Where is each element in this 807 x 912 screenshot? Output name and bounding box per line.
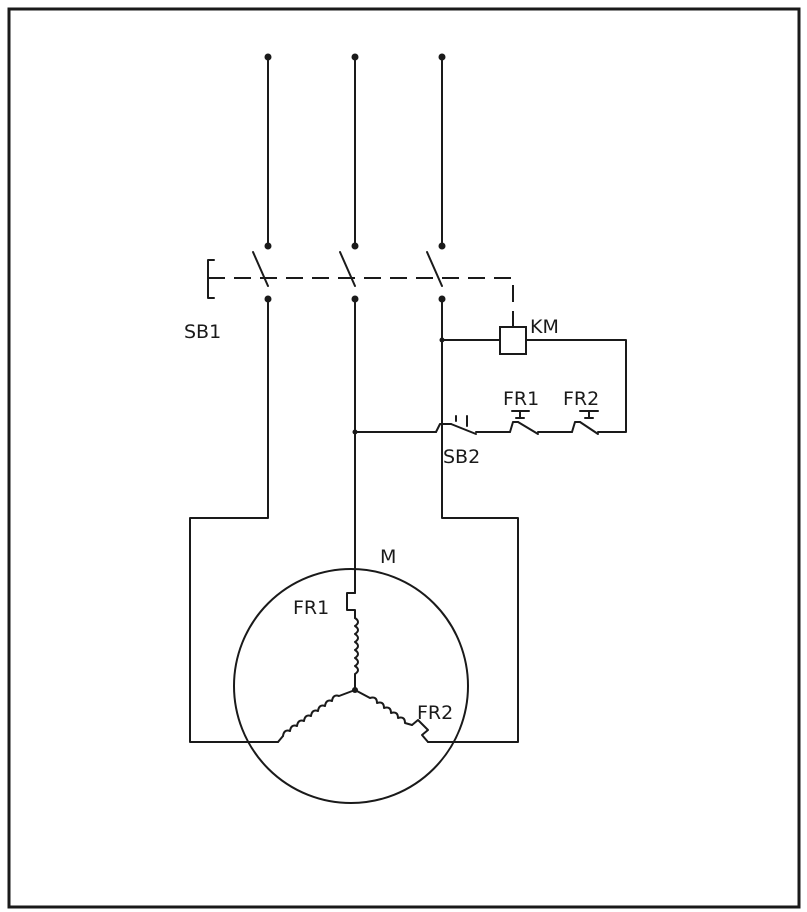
- switch-blade: [252, 251, 269, 287]
- winding-left-lead: [277, 735, 284, 743]
- winding-right: [354, 689, 413, 726]
- motor-label: M: [380, 546, 396, 568]
- control-circuit: [352, 326, 627, 435]
- star-point: [352, 687, 358, 693]
- fr2-contact-label: FR2: [563, 388, 599, 410]
- terminal-dot: [264, 53, 272, 61]
- fr2-heater-label: FR2: [417, 702, 453, 724]
- junction-dot: [352, 429, 358, 435]
- winding-left: [282, 689, 356, 737]
- terminal-dot: [351, 53, 359, 61]
- switch-blade: [426, 251, 443, 287]
- km-coil: [499, 326, 527, 355]
- sb2-label: SB2: [443, 446, 480, 468]
- sb2-actuator: [455, 415, 468, 427]
- terminal-dot: [438, 53, 446, 61]
- terminal-dot: [351, 242, 359, 250]
- fr2-heater: [411, 719, 429, 743]
- feed-wire-left: [189, 298, 279, 743]
- fr1-contact-left: [509, 421, 519, 433]
- terminal-dot: [264, 242, 272, 250]
- junction-dot: [439, 337, 445, 343]
- fr1-heater: [346, 592, 356, 619]
- fr1-contact-blade: [517, 421, 539, 435]
- motor-circle: [233, 568, 469, 804]
- fr2-contact-left: [571, 421, 581, 433]
- mechanical-link-dashed: [208, 277, 514, 327]
- fr1-contact-label: FR1: [503, 388, 539, 410]
- sb2-contact-left: [435, 423, 452, 433]
- sb1-switch: [207, 251, 514, 327]
- fr2-contact-actuator: [579, 410, 599, 419]
- winding-center: [354, 617, 359, 691]
- motor-feed-wires: [189, 298, 519, 743]
- diagram-frame: [7, 7, 801, 909]
- feed-wire-right: [427, 298, 519, 743]
- sb2-contact-blade: [450, 423, 477, 435]
- fr1-contact-actuator: [511, 410, 530, 419]
- supply-lines: [264, 53, 446, 250]
- sb1-label: SB1: [184, 321, 221, 343]
- km-label: KM: [530, 316, 559, 338]
- fr2-contact-blade: [579, 421, 599, 435]
- switch-blade: [339, 251, 356, 287]
- terminal-dot: [438, 242, 446, 250]
- control-wire: [525, 339, 627, 433]
- motor: [233, 568, 469, 804]
- fr1-heater-label: FR1: [293, 597, 329, 619]
